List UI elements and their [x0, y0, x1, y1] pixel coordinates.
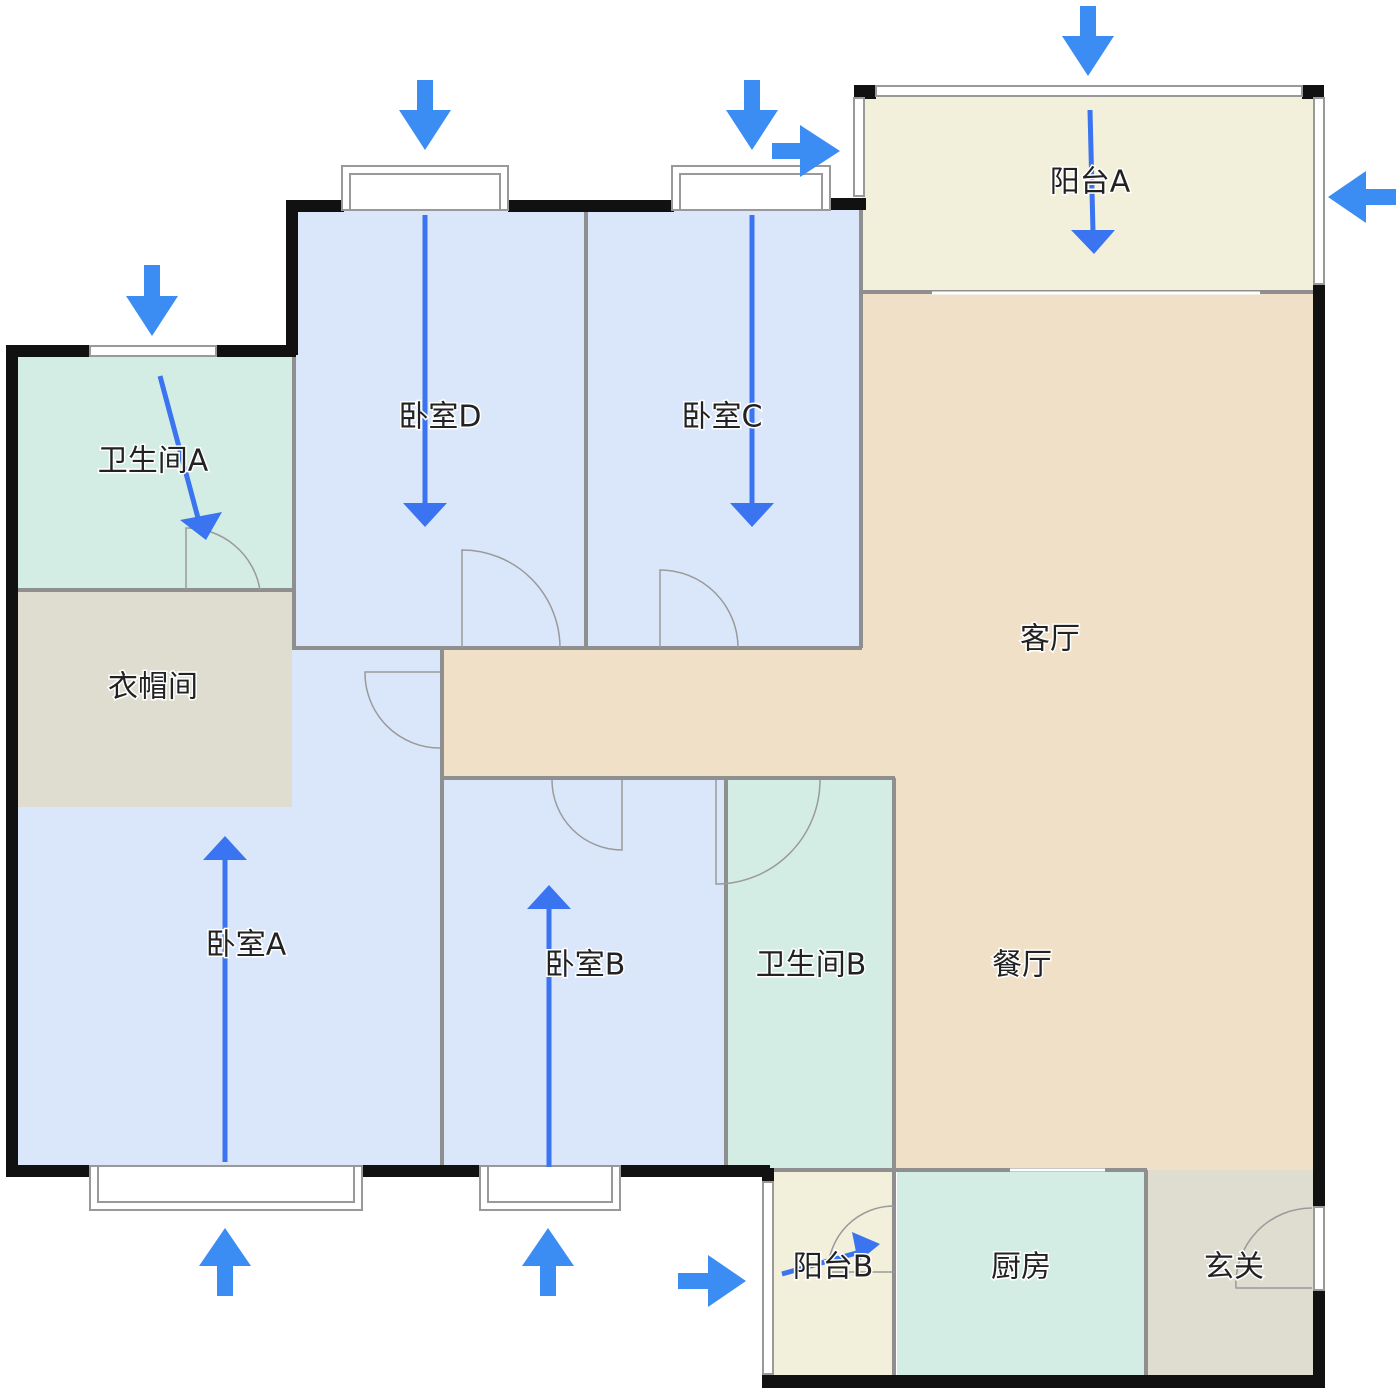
label-balcony-b: 阳台B: [793, 1250, 874, 1285]
room-bedroom-c[interactable]: [588, 210, 860, 648]
arrow-up-icon: [522, 1228, 574, 1296]
room-cloakroom[interactable]: [18, 590, 292, 805]
label-dining-room: 餐厅: [992, 948, 1052, 983]
arrow-down-icon: [1062, 6, 1114, 76]
room-bathroom-a[interactable]: [18, 355, 292, 590]
room-fills: [18, 95, 1315, 1380]
label-bathroom-b: 卫生间B: [756, 948, 867, 983]
room-bathroom-b[interactable]: [727, 778, 893, 1168]
arrow-right-icon: [772, 125, 840, 177]
label-entrance: 玄关: [1204, 1250, 1264, 1285]
label-bedroom-b: 卧室B: [545, 948, 626, 983]
room-living-dining[interactable]: [442, 292, 1315, 1170]
flow-arrow: [157, 375, 222, 540]
label-bathroom-a: 卫生间A: [98, 444, 209, 479]
exterior-walls: [6, 85, 1325, 1388]
label-kitchen: 厨房: [991, 1250, 1051, 1285]
arrow-down-icon: [726, 80, 778, 150]
label-bedroom-a: 卧室A: [206, 928, 287, 963]
arrow-up-icon: [199, 1228, 251, 1296]
ventilation-arrows: [126, 6, 1396, 1307]
room-labels: 卫生间A 衣帽间 卧室A 卧室D 卧室C 阳台A 客厅 餐厅 卧室B 卫生间B …: [96, 163, 1265, 1286]
label-cloakroom: 衣帽间: [108, 670, 198, 705]
windows: [89, 85, 1325, 1375]
flow-arrow: [403, 215, 447, 527]
room-balcony-b[interactable]: [770, 1170, 895, 1380]
room-kitchen[interactable]: [897, 1170, 1145, 1378]
flow-arrow: [203, 836, 247, 1162]
arrow-right-icon: [678, 1255, 746, 1307]
room-bedroom-d[interactable]: [296, 210, 584, 648]
room-bedroom-b[interactable]: [442, 778, 725, 1165]
arrow-down-icon: [399, 80, 451, 150]
label-bedroom-d: 卧室D: [398, 400, 481, 435]
doors: [185, 527, 1313, 1289]
flow-arrow: [527, 885, 571, 1167]
label-bedroom-c: 卧室C: [682, 400, 763, 435]
flow-arrow: [730, 215, 774, 527]
arrow-left-icon: [1328, 171, 1396, 223]
flow-arrow: [1071, 109, 1115, 254]
arrow-down-icon: [126, 265, 178, 336]
flow-arrow: [781, 1232, 880, 1277]
room-entrance[interactable]: [1147, 1170, 1315, 1378]
label-living-room: 客厅: [1020, 622, 1080, 657]
room-bedroom-a[interactable]: [18, 650, 442, 1165]
label-balcony-a: 阳台A: [1050, 165, 1131, 200]
